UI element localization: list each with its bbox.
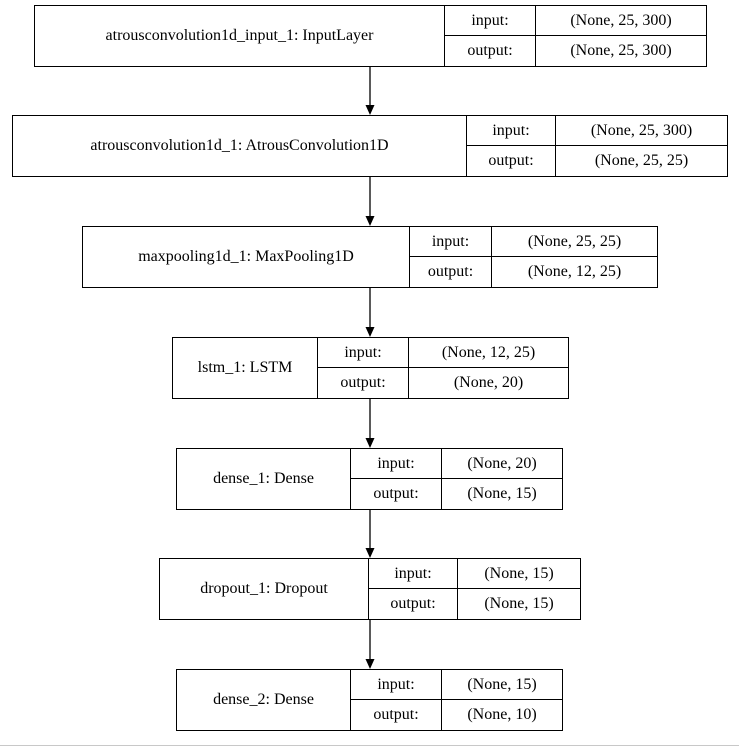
port-shape: (None, 20) xyxy=(442,449,562,479)
port-shape: (None, 15) xyxy=(467,485,537,502)
port-label: input: xyxy=(467,116,556,146)
flow-arrow-head xyxy=(365,327,375,337)
port-label: output: xyxy=(445,36,536,66)
flow-arrow-head xyxy=(365,216,375,226)
layer-name: dense_1: Dense xyxy=(177,449,351,509)
layer-node-dense-2: dense_2: Dense input: (None, 15) output:… xyxy=(176,669,563,731)
port-label: output: xyxy=(318,368,409,398)
port-label: input: xyxy=(351,670,442,700)
layer-name: atrousconvolution1d_1: AtrousConvolution… xyxy=(13,116,467,176)
layer-node-dense-1: dense_1: Dense input: (None, 20) output:… xyxy=(176,448,563,510)
layer-name: dense_2: Dense xyxy=(177,670,351,730)
layer-node-maxpooling: maxpooling1d_1: MaxPooling1D input: (Non… xyxy=(82,226,658,288)
flow-arrow-head xyxy=(365,659,375,669)
port-label: output: xyxy=(351,700,442,730)
port-shape: (None, 20) xyxy=(453,374,524,391)
layer-name: atrousconvolution1d_input_1: InputLayer xyxy=(35,6,445,66)
port-label: input: xyxy=(369,559,458,589)
port-shape: (None, 25, 25) xyxy=(594,152,689,169)
port-label: output: xyxy=(467,146,556,176)
port-shape: (None, 25, 300) xyxy=(556,116,727,146)
flow-arrow-head xyxy=(365,105,375,115)
flow-arrow-head xyxy=(365,548,375,558)
bottom-divider xyxy=(0,745,739,746)
port-label: input: xyxy=(410,227,492,257)
port-label: input: xyxy=(351,449,442,479)
port-shape: (None, 15) xyxy=(484,595,554,612)
port-table: input: (None, 25, 25) output: (None, 12,… xyxy=(410,227,657,287)
port-label: input: xyxy=(318,338,409,368)
layer-name: maxpooling1d_1: MaxPooling1D xyxy=(83,227,410,287)
port-label: output: xyxy=(369,589,458,619)
port-table: input: (None, 25, 300) output: (None, 25… xyxy=(445,6,706,66)
port-table: input: (None, 15) output: (None, 15) xyxy=(369,559,580,619)
port-label: output: xyxy=(351,479,442,509)
port-shape: (None, 25, 300) xyxy=(536,6,706,36)
port-table: input: (None, 25, 300) output: (None, 25… xyxy=(467,116,727,176)
port-table: input: (None, 15) output: (None, 10) xyxy=(351,670,562,730)
port-shape: (None, 12, 25) xyxy=(527,263,622,280)
layer-node-input: atrousconvolution1d_input_1: InputLayer … xyxy=(34,5,707,67)
layer-name: lstm_1: LSTM xyxy=(173,338,318,398)
port-shape: (None, 15) xyxy=(458,559,580,589)
port-shape: (None, 15) xyxy=(442,670,562,700)
port-label: input: xyxy=(445,6,536,36)
layer-node-lstm: lstm_1: LSTM input: (None, 12, 25) outpu… xyxy=(172,337,569,399)
port-label: output: xyxy=(410,257,492,287)
port-shape: (None, 25, 25) xyxy=(492,227,657,257)
port-shape: (None, 25, 300) xyxy=(570,42,672,59)
port-table: input: (None, 12, 25) output: (None, 20) xyxy=(318,338,568,398)
flow-arrow-head xyxy=(365,438,375,448)
layer-node-dropout: dropout_1: Dropout input: (None, 15) out… xyxy=(159,558,581,620)
layer-node-atrous-conv: atrousconvolution1d_1: AtrousConvolution… xyxy=(12,115,728,177)
layer-name: dropout_1: Dropout xyxy=(160,559,369,619)
port-shape: (None, 12, 25) xyxy=(409,338,568,368)
port-table: input: (None, 20) output: (None, 15) xyxy=(351,449,562,509)
port-shape: (None, 10) xyxy=(467,706,537,723)
